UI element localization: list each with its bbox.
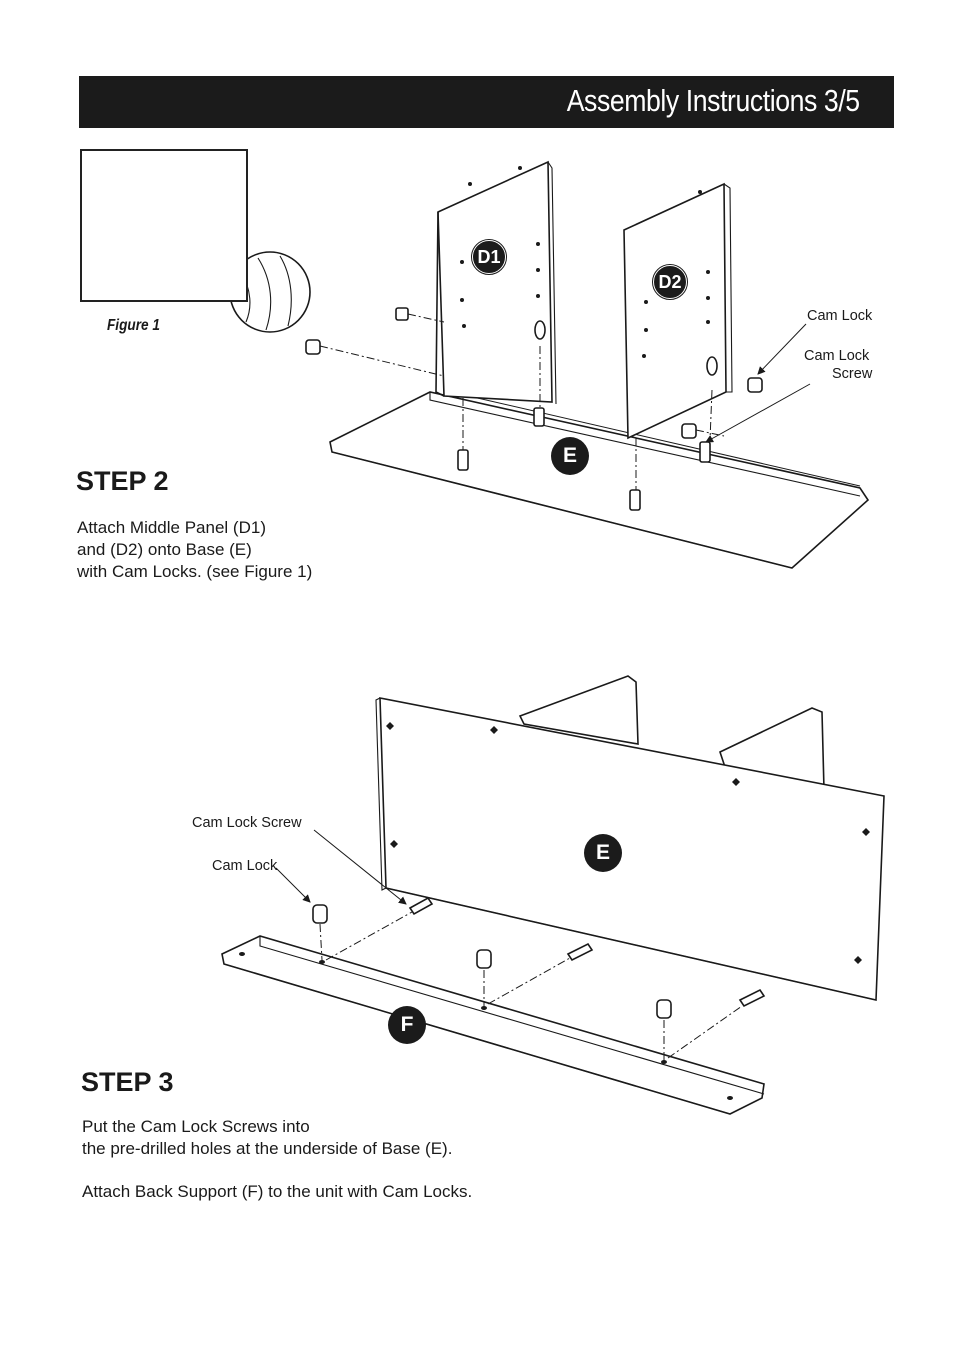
step2-line-3: with Cam Locks. (see Figure 1) — [77, 562, 313, 581]
part-badge-d1: D1 — [471, 239, 507, 275]
step3-drawing — [221, 675, 885, 1115]
step3-line-1: Put the Cam Lock Screws into — [82, 1117, 310, 1136]
panel-d2 — [623, 182, 727, 440]
part-badge-e-step3: E — [584, 834, 622, 872]
panel-d1 — [437, 160, 553, 403]
label-cam-lock-screw-step2-line1: Cam Lock — [804, 348, 870, 364]
label-cam-lock-step3: Cam Lock — [212, 858, 278, 874]
figure1-caption: Figure 1 — [107, 317, 160, 334]
page-title: Assembly Instructions 3/5 — [566, 83, 860, 118]
label-cam-lock-screw-step3: Cam Lock Screw — [192, 815, 302, 831]
part-badge-e-step2: E — [551, 437, 589, 475]
figure1-frame — [80, 149, 248, 302]
step3-line-2: the pre-drilled holes at the underside o… — [82, 1139, 453, 1158]
step2-title: STEP 2 — [76, 466, 169, 496]
step3-cam-locks — [312, 904, 672, 1019]
back-support-f — [221, 935, 765, 1115]
step3-title: STEP 3 — [81, 1067, 174, 1097]
step2-line-2: and (D2) onto Base (E) — [77, 540, 252, 559]
page-header: Assembly Instructions 3/5 — [79, 76, 894, 128]
step2-line-1: Attach Middle Panel (D1) — [77, 518, 266, 537]
label-cam-lock-screw-step2-line2: Screw — [832, 366, 873, 382]
part-badge-d2: D2 — [652, 264, 688, 300]
step2-drawing — [305, 160, 870, 569]
label-cam-lock-step2: Cam Lock — [807, 308, 873, 324]
step2-fittings — [305, 307, 763, 511]
step3-cam-lock-screws — [408, 896, 766, 1008]
part-badge-f: F — [388, 1006, 426, 1044]
step3-line-4: Attach Back Support (F) to the unit with… — [82, 1182, 473, 1201]
